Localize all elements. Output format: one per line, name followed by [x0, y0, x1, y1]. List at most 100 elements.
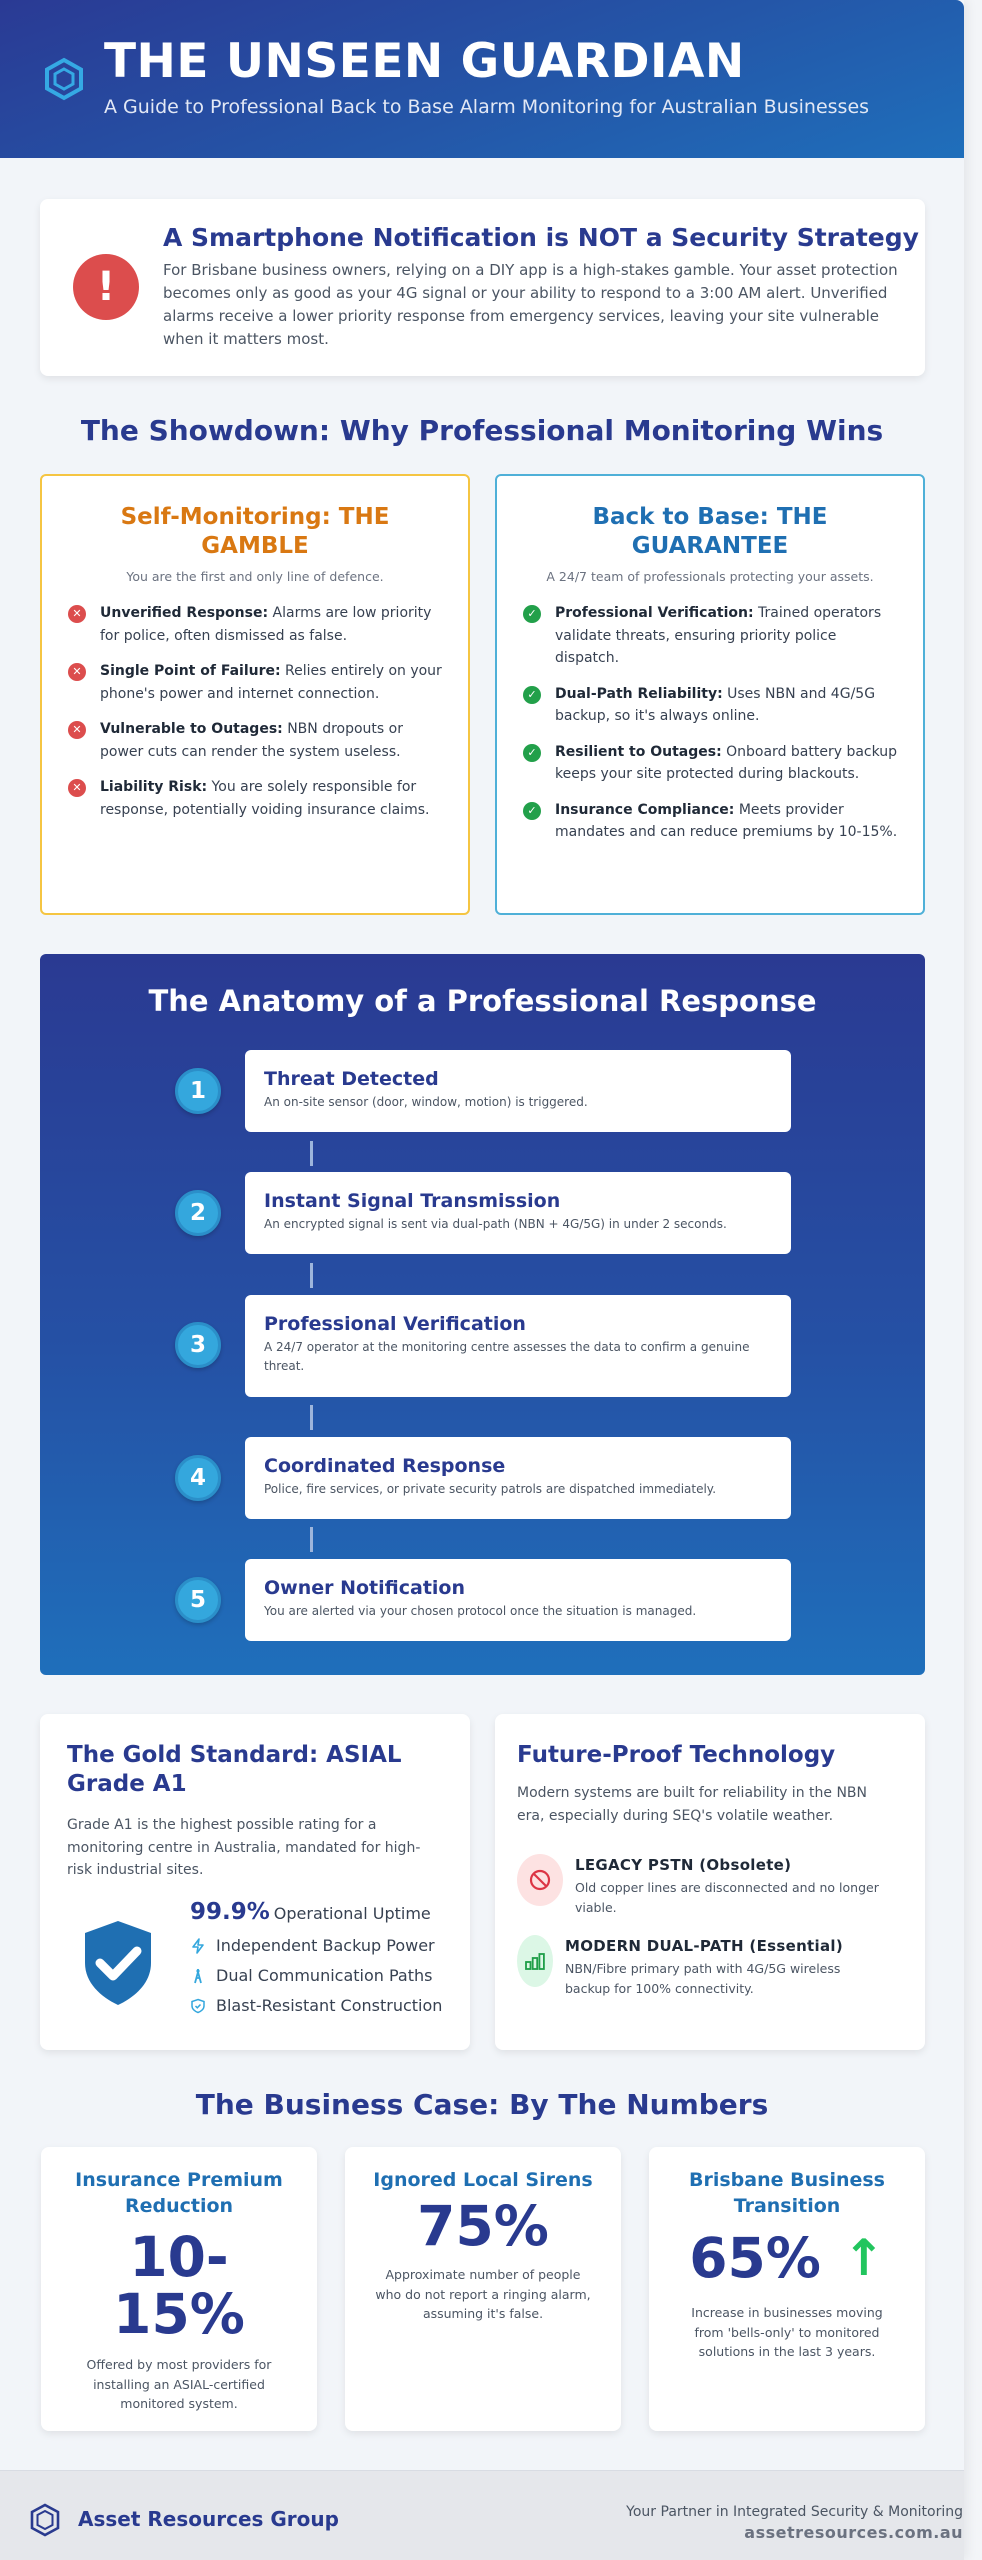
warning-body: For Brisbane business owners, relying on…: [163, 261, 898, 348]
step-number: 4: [175, 1455, 221, 1501]
step-text: An encrypted signal is sent via dual-pat…: [264, 1217, 727, 1231]
feature-row: Dual Communication Paths: [190, 1966, 460, 1985]
stat-value: 65%: [689, 2226, 821, 2290]
stat-text: Approximate number of people who do not …: [375, 2267, 591, 2321]
item-label: Liability Risk:: [100, 779, 208, 795]
check-circle-icon: ✓: [523, 605, 541, 623]
stat-text: Increase in businesses moving from 'bell…: [691, 2305, 883, 2359]
check-circle-icon: ✓: [523, 743, 541, 762]
stat-value-row: 65% ↑: [649, 2227, 925, 2289]
step-title: Coordinated Response: [264, 1455, 506, 1477]
warning-title: A Smartphone Notification is NOT a Secur…: [163, 223, 919, 252]
exclamation-icon: !: [73, 254, 139, 320]
step-title: Owner Notification: [264, 1577, 465, 1599]
list-item: ✕Unverified Response: Alarms are low pri…: [68, 602, 443, 647]
list-item: ✕Single Point of Failure: Relies entirel…: [68, 660, 443, 705]
timeline-connector: [310, 1141, 313, 1166]
list-item: ✓Insurance Compliance: Meets provider ma…: [523, 799, 898, 844]
gold-stats: 99.9% Operational Uptime Independent Bac…: [190, 1899, 460, 2015]
feature-label: Dual Communication Paths: [216, 1966, 433, 1985]
stat-card-transition: Brisbane Business Transition 65% ↑ Incre…: [649, 2147, 925, 2431]
hexagon-icon: [45, 57, 83, 101]
page-subtitle: A Guide to Professional Back to Base Ala…: [104, 96, 870, 118]
list-item: ✓Resilient to Outages: Onboard battery b…: [523, 741, 898, 786]
step-card: Threat Detected An on-site sensor (door,…: [245, 1050, 791, 1132]
shield-check-icon: [85, 1921, 151, 2005]
item-label: Unverified Response:: [100, 605, 269, 621]
arrow-up-icon: ↑: [842, 2229, 885, 2287]
stat-title: Brisbane Business Transition: [689, 2169, 885, 2217]
warning-card: ! A Smartphone Notification is NOT a Sec…: [40, 199, 925, 376]
step-text: You are alerted via your chosen protocol…: [264, 1604, 697, 1618]
back-to-base-card: Back to Base: THE GUARANTEE A 24/7 team …: [495, 474, 925, 915]
tower-icon: [194, 1968, 202, 1983]
gold-description: Grade A1 is the highest possible rating …: [67, 1817, 421, 1878]
stat-card-insurance: Insurance Premium Reduction 10-15% Offer…: [41, 2147, 317, 2431]
item-text: Meets provider mandates and can reduce p…: [555, 801, 898, 841]
page-title: THE UNSEEN GUARDIAN: [104, 34, 745, 89]
step-number: 1: [175, 1068, 221, 1114]
feature-label: Blast-Resistant Construction: [216, 1996, 443, 2015]
footer: Asset Resources Group Your Partner in In…: [0, 2470, 964, 2560]
footer-brand: Asset Resources Group: [78, 2507, 339, 2531]
footer-url-link[interactable]: assetresources.com.au: [744, 2523, 963, 2542]
step-text: A 24/7 operator at the monitoring centre…: [264, 1340, 750, 1373]
showdown-title: The Showdown: Why Professional Monitorin…: [80, 414, 884, 447]
item-label: Professional Verification:: [555, 605, 754, 621]
item-label: Vulnerable to Outages:: [100, 721, 283, 737]
step-title: Professional Verification: [264, 1313, 526, 1335]
check-circle-icon: ✓: [523, 685, 541, 704]
step-card: Instant Signal Transmission An encrypted…: [245, 1172, 791, 1254]
timeline-connector: [310, 1527, 313, 1552]
item-label: Resilient to Outages:: [555, 743, 722, 760]
item-text: Uses NBN and 4G/5G backup, so it's alway…: [555, 685, 876, 725]
stat-value: 10-15%: [113, 2225, 245, 2346]
modern-text: NBN/Fibre primary path with 4G/5G wirele…: [565, 1961, 841, 1996]
list-item: ✕ Liability Risk: You are solely responsi…: [68, 776, 443, 821]
uptime-stat: 99.9% Operational Uptime: [190, 1899, 460, 1925]
modern-dual-path-item: MODERN DUAL-PATH (Essential) NBN/Fibre p…: [517, 1935, 907, 1996]
x-circle-icon: ✕: [68, 663, 86, 681]
gamble-title: Self-Monitoring: THE GAMBLE: [120, 504, 390, 559]
item-label: Single Point of Failure:: [100, 663, 281, 679]
self-monitoring-card: Self-Monitoring: THE GAMBLE You are the …: [40, 474, 470, 915]
x-circle-icon: ✕: [68, 605, 86, 623]
x-circle-icon: ✕: [68, 779, 86, 797]
tech-title: Future-Proof Technology: [517, 1742, 836, 1768]
step-text: Police, fire services, or private securi…: [264, 1482, 717, 1496]
step-title: Instant Signal Transmission: [264, 1190, 561, 1212]
feature-row: Blast-Resistant Construction: [190, 1996, 460, 2015]
item-text: Trained operators validate threats, ensu…: [555, 605, 882, 666]
step-number: 3: [175, 1322, 221, 1368]
gamble-subtitle: You are the first and only line of defen…: [126, 569, 384, 584]
x-circle-icon: ✕: [68, 721, 86, 739]
hexagon-logo-icon: [30, 2503, 60, 2537]
lightning-icon: [192, 1937, 204, 1954]
timeline-title: The Anatomy of a Professional Response: [148, 984, 817, 1018]
check-circle-icon: ✓: [523, 801, 541, 820]
timeline-connector: [310, 1263, 313, 1288]
gold-standard-card: The Gold Standard: ASIAL Grade A1 Grade …: [40, 1714, 470, 2050]
stat-title: Insurance Premium Reduction: [75, 2169, 283, 2217]
step-number: 5: [175, 1577, 221, 1623]
legacy-title: LEGACY PSTN (Obsolete): [575, 1856, 792, 1874]
footer-tagline: Your Partner in Integrated Security & Mo…: [626, 2504, 963, 2520]
numbers-title: The Business Case: By The Numbers: [195, 2088, 769, 2121]
item-text: NBN dropouts or power cuts can render th…: [100, 721, 403, 760]
shield-check-icon: [191, 1998, 205, 2013]
step-card: Owner Notification You are alerted via y…: [245, 1559, 791, 1641]
legacy-text: Old copper lines are disconnected and no…: [575, 1880, 879, 1915]
list-item: ✕ Vulnerable to Outages: NBN dropouts or …: [68, 718, 443, 763]
stat-title: Ignored Local Sirens: [373, 2169, 593, 2191]
stat-text: Offered by most providers for installing…: [86, 2357, 272, 2411]
uptime-label: Operational Uptime: [273, 1904, 431, 1923]
legacy-pstn-item: LEGACY PSTN (Obsolete) Old copper lines …: [517, 1854, 907, 1915]
step-title: Threat Detected: [264, 1068, 439, 1090]
feature-label: Independent Backup Power: [216, 1936, 435, 1955]
item-text: You are solely responsible for response,…: [100, 779, 430, 818]
ban-icon: [517, 1854, 563, 1906]
stat-card-sirens: Ignored Local Sirens 75% Approximate num…: [345, 2147, 621, 2431]
step-card: Professional Verification A 24/7 operato…: [245, 1295, 791, 1397]
hero-header: THE UNSEEN GUARDIAN A Guide to Professio…: [0, 0, 964, 158]
